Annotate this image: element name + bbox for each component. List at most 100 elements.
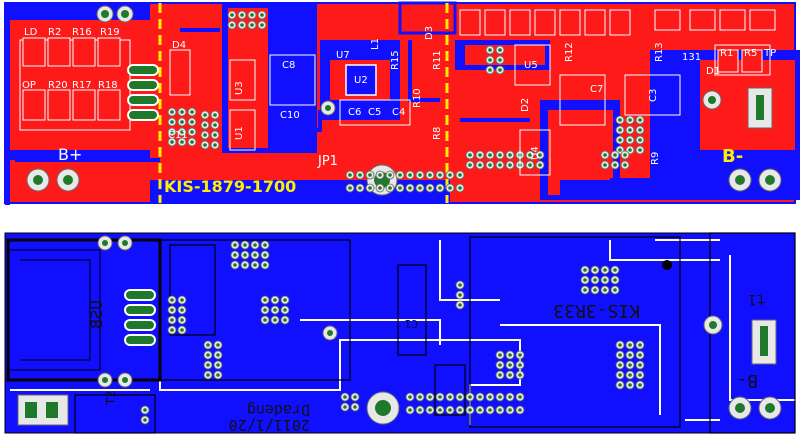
label-author: Dradeng: [247, 401, 310, 419]
via-hole: [638, 353, 642, 357]
via-hole: [458, 293, 462, 297]
via-hole: [233, 243, 237, 247]
via-hole: [478, 153, 482, 157]
label-r16: R16: [72, 27, 92, 38]
via-hole: [206, 353, 210, 357]
via-hole: [508, 395, 512, 399]
via-hole: [498, 373, 502, 377]
via-hole: [593, 268, 597, 272]
label-c1: C1: [405, 317, 418, 330]
via-hole: [613, 278, 617, 282]
via-hole: [263, 298, 267, 302]
via-hole: [250, 13, 254, 17]
label-usb: USB: [87, 300, 106, 329]
via-hole: [498, 163, 502, 167]
via-hole: [593, 278, 597, 282]
label-u4: U4: [530, 146, 541, 160]
via-hole: [368, 173, 372, 177]
via-hole: [458, 303, 462, 307]
via-hole: [583, 278, 587, 282]
via-hole: [263, 253, 267, 257]
label-c11: C11: [168, 130, 188, 141]
via-hole: [408, 173, 412, 177]
via-hole: [488, 408, 492, 412]
via-hole: [458, 395, 462, 399]
via-hole: [243, 253, 247, 257]
via-hole: [180, 110, 184, 114]
via-hole: [528, 153, 532, 157]
via-hole: [263, 318, 267, 322]
label-r5: R5: [744, 48, 757, 59]
via-hole: [170, 120, 174, 124]
via-hole: [206, 363, 210, 367]
via-hole: [230, 13, 234, 17]
via-hole: [618, 118, 622, 122]
via-hole: [263, 308, 267, 312]
via-hole: [170, 140, 174, 144]
via-hole: [418, 173, 422, 177]
via-hole: [190, 110, 194, 114]
via-hole: [260, 23, 264, 27]
via-hole: [498, 48, 502, 52]
via-hole: [583, 268, 587, 272]
via-hole: [143, 408, 147, 412]
label-d2: D2: [520, 98, 531, 112]
via-hole: [628, 353, 632, 357]
via-hole: [216, 343, 220, 347]
label-r11: R11: [432, 50, 443, 70]
via-hole: [518, 395, 522, 399]
via-hole: [488, 58, 492, 62]
via-hole: [498, 395, 502, 399]
via-hole: [488, 153, 492, 157]
label-131: 131: [682, 52, 701, 63]
via-hole: [170, 110, 174, 114]
via-hole: [398, 186, 402, 190]
via-hole: [438, 395, 442, 399]
via-hole: [538, 163, 542, 167]
label-r8: R8: [432, 127, 443, 140]
via-hole: [583, 288, 587, 292]
via-hole: [508, 363, 512, 367]
via-hole: [638, 363, 642, 367]
top-layer-board: LD R2 R16 R19 OP R20 R17 R18 D4 C11 U3 U…: [4, 1, 800, 205]
via-hole: [498, 353, 502, 357]
via-hole: [603, 153, 607, 157]
via-hole: [613, 153, 617, 157]
label-c4: C4: [392, 107, 405, 118]
via-hole: [206, 343, 210, 347]
label-r9: R9: [650, 152, 661, 165]
label-c6: C6: [348, 107, 361, 118]
via-hole: [253, 253, 257, 257]
label-op: OP: [22, 80, 36, 91]
via-hole: [203, 123, 207, 127]
via-hole: [388, 186, 392, 190]
label-r15: R15: [390, 50, 401, 70]
via-hole: [488, 163, 492, 167]
via-hole: [448, 395, 452, 399]
label-b-minus-top: B-: [722, 146, 743, 167]
via-hole: [618, 128, 622, 132]
via-hole: [628, 128, 632, 132]
via-hole: [263, 243, 267, 247]
via-hole: [603, 278, 607, 282]
via-hole: [203, 113, 207, 117]
via-hole: [213, 133, 217, 137]
via-hole: [213, 113, 217, 117]
via-hole: [348, 173, 352, 177]
via-hole: [438, 186, 442, 190]
via-hole: [170, 130, 174, 134]
via-hole: [206, 373, 210, 377]
label-c5: C5: [368, 107, 381, 118]
via-hole: [618, 383, 622, 387]
label-r12: R12: [564, 42, 575, 62]
via-hole: [498, 68, 502, 72]
via-hole: [263, 263, 267, 267]
via-hole: [518, 408, 522, 412]
label-l1: L1: [370, 38, 381, 50]
via-hole: [190, 120, 194, 124]
via-hole: [448, 186, 452, 190]
via-hole: [418, 395, 422, 399]
label-r18: R18: [98, 80, 118, 91]
label-b-plus: B+: [58, 145, 82, 164]
